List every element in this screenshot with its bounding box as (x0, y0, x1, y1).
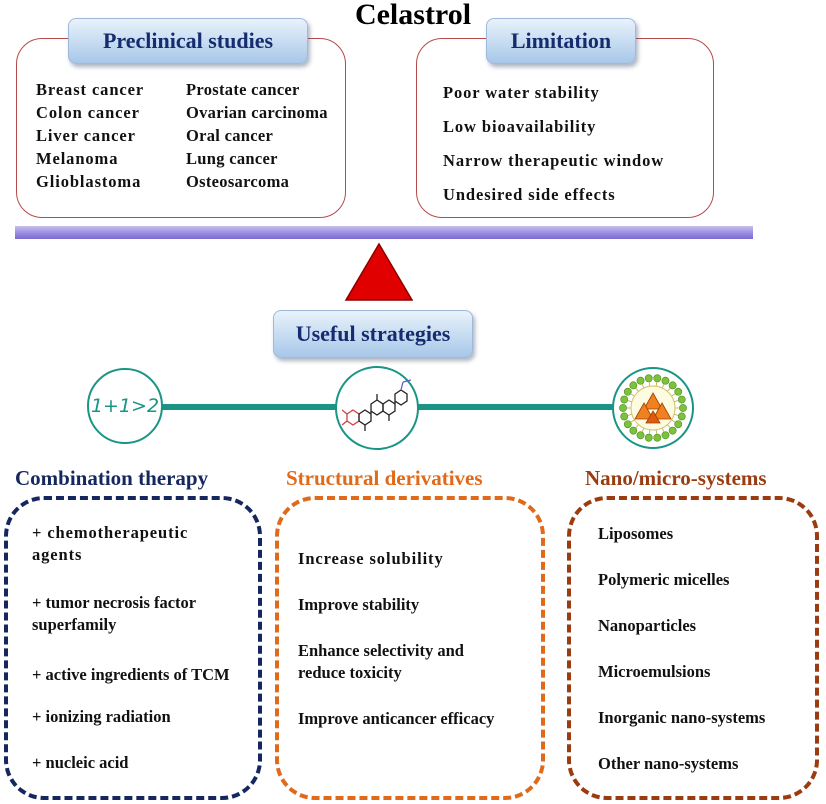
lipid-tail-line (627, 413, 633, 416)
lipid-head-dot (636, 376, 645, 385)
lipid-head-dot (636, 431, 645, 440)
lipid-head-dot (644, 374, 653, 383)
lipid-tail-line (635, 388, 639, 392)
lipid-tail-line (630, 393, 635, 397)
lipid-tail-line (661, 427, 665, 432)
lipid-tail-line (673, 413, 679, 416)
structural-derivatives-heading: Structural derivatives (286, 466, 483, 490)
nano-item: Nanoparticles (598, 616, 697, 635)
lipid-head-dot (677, 395, 686, 404)
lipid-tail-line (667, 388, 671, 392)
lipid-tail-line (661, 384, 665, 389)
lipid-tail-line (673, 400, 679, 403)
combination-therapy-box (4, 496, 262, 800)
nano-item: Inorganic nano-systems (598, 708, 766, 727)
liposome-icon (619, 374, 687, 442)
lipid-head-dot (619, 404, 627, 412)
liposome-circle (612, 367, 694, 449)
combination-item: + ionizing radiation (32, 707, 171, 726)
fulcrum-triangle-icon (344, 242, 414, 301)
lipid-head-dot (661, 431, 670, 440)
lipid-head-dot (623, 387, 632, 396)
lipid-head-dot (674, 387, 683, 396)
useful-strategies-label: Useful strategies (273, 310, 473, 358)
lipid-head-dot (653, 433, 662, 442)
preclinical-panel (16, 38, 346, 218)
limitation-panel (416, 38, 714, 218)
lipid-head-dot (653, 374, 662, 383)
celastrol-molecule-icon (341, 379, 412, 431)
limitation-item: Narrow therapeutic window (443, 151, 665, 170)
lipid-head-dot (629, 381, 638, 390)
lipid-tail-line (641, 384, 645, 389)
lipid-head-dot (661, 376, 670, 385)
combination-item: + tumor necrosis factor superfamily (32, 593, 196, 634)
lipid-tail-line (641, 427, 645, 432)
structural-item: Improve anticancer efficacy (298, 709, 495, 728)
preclinical-studies-label: Preclinical studies (68, 18, 308, 64)
structural-item: Enhance selectivity and reduce toxicity (298, 641, 464, 682)
structural-item: Improve stability (298, 595, 420, 614)
lipid-tail-line (671, 419, 676, 423)
cancer-item: Melanoma (36, 149, 119, 168)
limitation-item: Poor water stability (443, 83, 600, 102)
cancer-item: Lung cancer (186, 149, 278, 168)
cancer-item: Ovarian carcinoma (186, 103, 328, 122)
nano-micro-systems-box (567, 496, 819, 800)
lipid-head-dot (644, 433, 653, 442)
lipid-tail-line (655, 429, 658, 434)
lipid-head-dot (668, 381, 677, 390)
lipid-head-dot (674, 420, 683, 429)
lipid-tail-line (648, 429, 651, 434)
lipid-tail-line (627, 400, 633, 403)
synergy-circle: 1+1>2 (87, 368, 163, 444)
lipid-tail-line (671, 393, 676, 397)
structural-item: Increase solubility (298, 549, 444, 568)
lipid-tail-line (655, 382, 658, 387)
cancer-item: Breast cancer (36, 80, 145, 99)
lipid-head-dot (620, 412, 629, 421)
lipid-head-dot (623, 420, 632, 429)
limitation-item: Undesired side effects (443, 185, 616, 204)
limitation-item: Low bioavailability (443, 117, 597, 136)
limitation-label: Limitation (486, 18, 636, 64)
molecule-circle (335, 366, 419, 450)
lipid-tail-line (630, 419, 635, 423)
balance-bar (15, 226, 753, 239)
combination-therapy-heading: Combination therapy (15, 466, 209, 490)
lipid-tail-line (648, 382, 651, 387)
cancer-item: Liver cancer (36, 126, 136, 145)
lipid-tail-line (667, 424, 671, 428)
cancer-item: Osteosarcoma (186, 172, 290, 191)
nano-item: Other nano-systems (598, 754, 739, 773)
lipid-head-dot (668, 426, 677, 435)
structural-derivatives-box (275, 496, 545, 800)
nano-micro-systems-heading: Nano/micro-systems (585, 466, 767, 490)
cancer-item: Prostate cancer (186, 80, 300, 99)
combination-item: + chemotherapeutic agents (32, 523, 189, 564)
lipid-head-dot (677, 412, 686, 421)
lipid-head-dot (679, 404, 687, 412)
combination-item: + active ingredients of TCM (32, 665, 230, 684)
combination-item: + nucleic acid (32, 753, 129, 772)
nano-item: Microemulsions (598, 662, 711, 681)
cancer-item: Colon cancer (36, 103, 140, 122)
nano-item: Polymeric micelles (598, 570, 730, 589)
lipid-head-dot (620, 395, 629, 404)
nano-item: Liposomes (598, 524, 674, 543)
page-title: Celastrol (354, 0, 472, 31)
cancer-item: Glioblastoma (36, 172, 142, 191)
cancer-item: Oral cancer (186, 126, 274, 145)
lipid-head-dot (629, 426, 638, 435)
lipid-tail-line (635, 424, 639, 428)
synergy-text: 1+1>2 (90, 395, 160, 417)
